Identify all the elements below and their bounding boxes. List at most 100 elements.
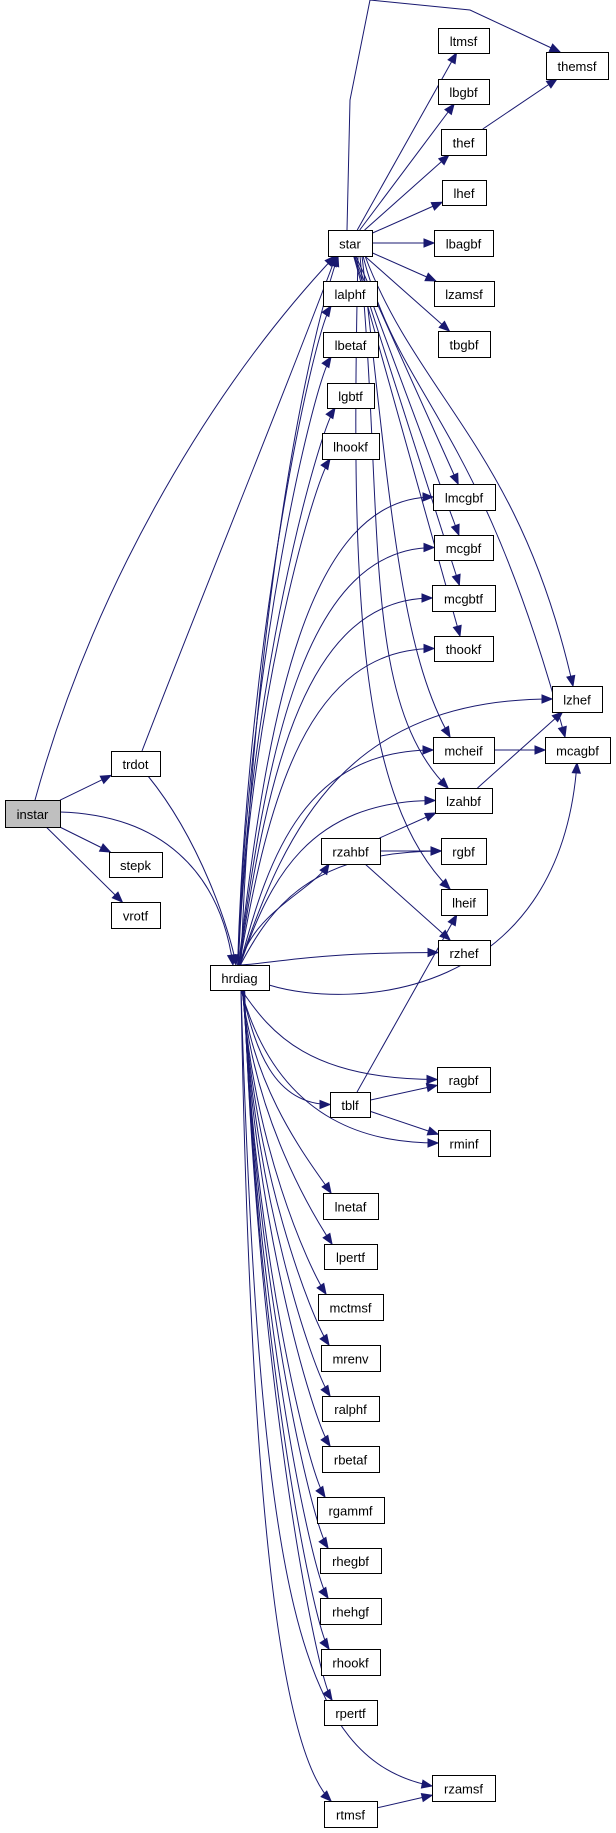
edge-trdot-to-star [141,254,337,752]
arrowhead-icon [315,1485,326,1499]
node-thookf[interactable]: thookf [434,636,494,662]
edge-rtmsf-to-rzamsf [376,1792,434,1809]
node-thef[interactable]: thef [441,129,487,156]
node-rminf[interactable]: rminf [438,1130,491,1157]
arrowhead-icon [427,1138,440,1148]
arrowhead-icon [420,1779,434,1789]
edge-star-to-mcgbtf [353,255,461,587]
arrowhead-icon [322,1232,333,1246]
node-mcgbf[interactable]: mcgbf [434,535,494,561]
edge-line [371,252,436,282]
edge-line [359,255,449,789]
arrowhead-icon [319,862,330,876]
node-rbetaf[interactable]: rbetaf [322,1446,380,1473]
node-rzahbf[interactable]: rzahbf [321,838,381,865]
node-rgbf[interactable]: rgbf [441,838,487,865]
edge-hrdiag-to-rhehgf [243,989,329,1600]
edge-line [240,989,439,1144]
node-rhegbf[interactable]: rhegbf [320,1548,382,1574]
node-box [322,1446,380,1473]
edge-hrdiag-to-lgbtf [237,406,336,966]
node-rzhef[interactable]: rzhef [438,940,491,966]
node-rhehgf[interactable]: rhehgf [320,1598,382,1625]
node-rzamsf[interactable]: rzamsf [432,1775,496,1802]
node-hrdiag[interactable]: hrdiag [210,965,270,991]
edge-line [241,989,331,1105]
edge-line [238,648,435,966]
edge-line [371,201,443,234]
node-instar[interactable]: instar [5,800,61,828]
node-label: lbetaf [335,338,367,353]
arrowhead-icon [423,238,436,248]
node-lbetaf[interactable]: lbetaf [323,332,379,358]
edges-layer [34,0,581,1809]
edge-hrdiag-to-rzhef [240,947,440,966]
node-ralphf[interactable]: ralphf [322,1396,380,1422]
node-mcagbf[interactable]: mcagbf [545,737,611,764]
node-ragbf[interactable]: ragbf [437,1067,491,1093]
node-label: vrotf [123,909,149,924]
node-lbgbf[interactable]: lbgbf [438,79,490,105]
node-box [546,52,609,80]
node-lmcgbf[interactable]: lmcgbf [433,484,496,511]
edge-hrdiag-to-rminf [240,989,440,1148]
node-rgammf[interactable]: rgammf [317,1497,385,1524]
node-themsf[interactable]: themsf [546,52,609,80]
edge-line [243,989,326,1498]
node-stepk[interactable]: stepk [109,852,163,878]
node-box [432,1775,496,1802]
edge-hrdiag-to-lzahbf [239,795,437,966]
node-lhookf[interactable]: lhookf [322,433,380,460]
edge-hrdiag-to-tblf [241,989,332,1110]
arrowhead-icon [548,43,562,53]
node-vrotf[interactable]: vrotf [111,902,161,929]
node-label: trdot [122,757,148,772]
edge-line [237,356,332,966]
node-rtmsf[interactable]: rtmsf [324,1801,378,1828]
node-lzahbf[interactable]: lzahbf [435,788,493,814]
edge-line [359,103,455,231]
node-ltmsf[interactable]: ltmsf [438,28,490,54]
node-tblf[interactable]: tblf [330,1092,371,1118]
edge-hrdiag-to-mcheif [239,745,435,966]
node-label: thef [453,136,475,151]
arrowhead-icon [430,201,444,211]
edge-line [141,255,337,752]
edge-star-to-mcagbf [362,255,567,739]
node-mrenv[interactable]: mrenv [321,1345,381,1372]
node-mcheif[interactable]: mcheif [433,737,495,764]
node-label: lbgbf [449,85,478,100]
node-lalphf[interactable]: lalphf [323,281,378,307]
arrowhead-icon [330,254,340,268]
arrowhead-icon [427,947,440,958]
node-star[interactable]: star [328,230,373,257]
node-rhookf[interactable]: rhookf [321,1649,381,1676]
node-lheif[interactable]: lheif [441,889,488,916]
node-lzamsf[interactable]: lzamsf [434,281,495,307]
arrowhead-icon [422,492,435,502]
node-lnetaf[interactable]: lnetaf [323,1193,379,1220]
node-label: lheif [452,896,476,911]
node-label: mcagbf [556,744,599,759]
node-lbagbf[interactable]: lbagbf [434,230,494,257]
node-label: star [339,237,361,252]
node-label: lzhef [563,693,591,708]
node-box [324,1244,378,1270]
node-box [552,686,603,713]
node-trdot[interactable]: trdot [111,751,161,777]
node-mcgbtf[interactable]: mcgbtf [432,585,496,612]
node-label: ralphf [334,1402,367,1417]
node-mctmsf[interactable]: mctmsf [318,1294,384,1321]
edge-hrdiag-to-lzhef [239,694,554,966]
node-tbgbf[interactable]: tbgbf [438,331,491,358]
node-lhef[interactable]: lhef [442,180,487,206]
node-lgbtf[interactable]: lgbtf [327,383,375,409]
arrowhead-icon [557,725,567,739]
node-lzhef[interactable]: lzhef [552,686,603,713]
arrowhead-icon [424,272,438,282]
node-rpertf[interactable]: rpertf [324,1700,378,1726]
edge-line [240,952,439,966]
node-box [328,230,373,257]
node-lpertf[interactable]: lpertf [324,1244,378,1270]
node-box [323,1193,379,1220]
